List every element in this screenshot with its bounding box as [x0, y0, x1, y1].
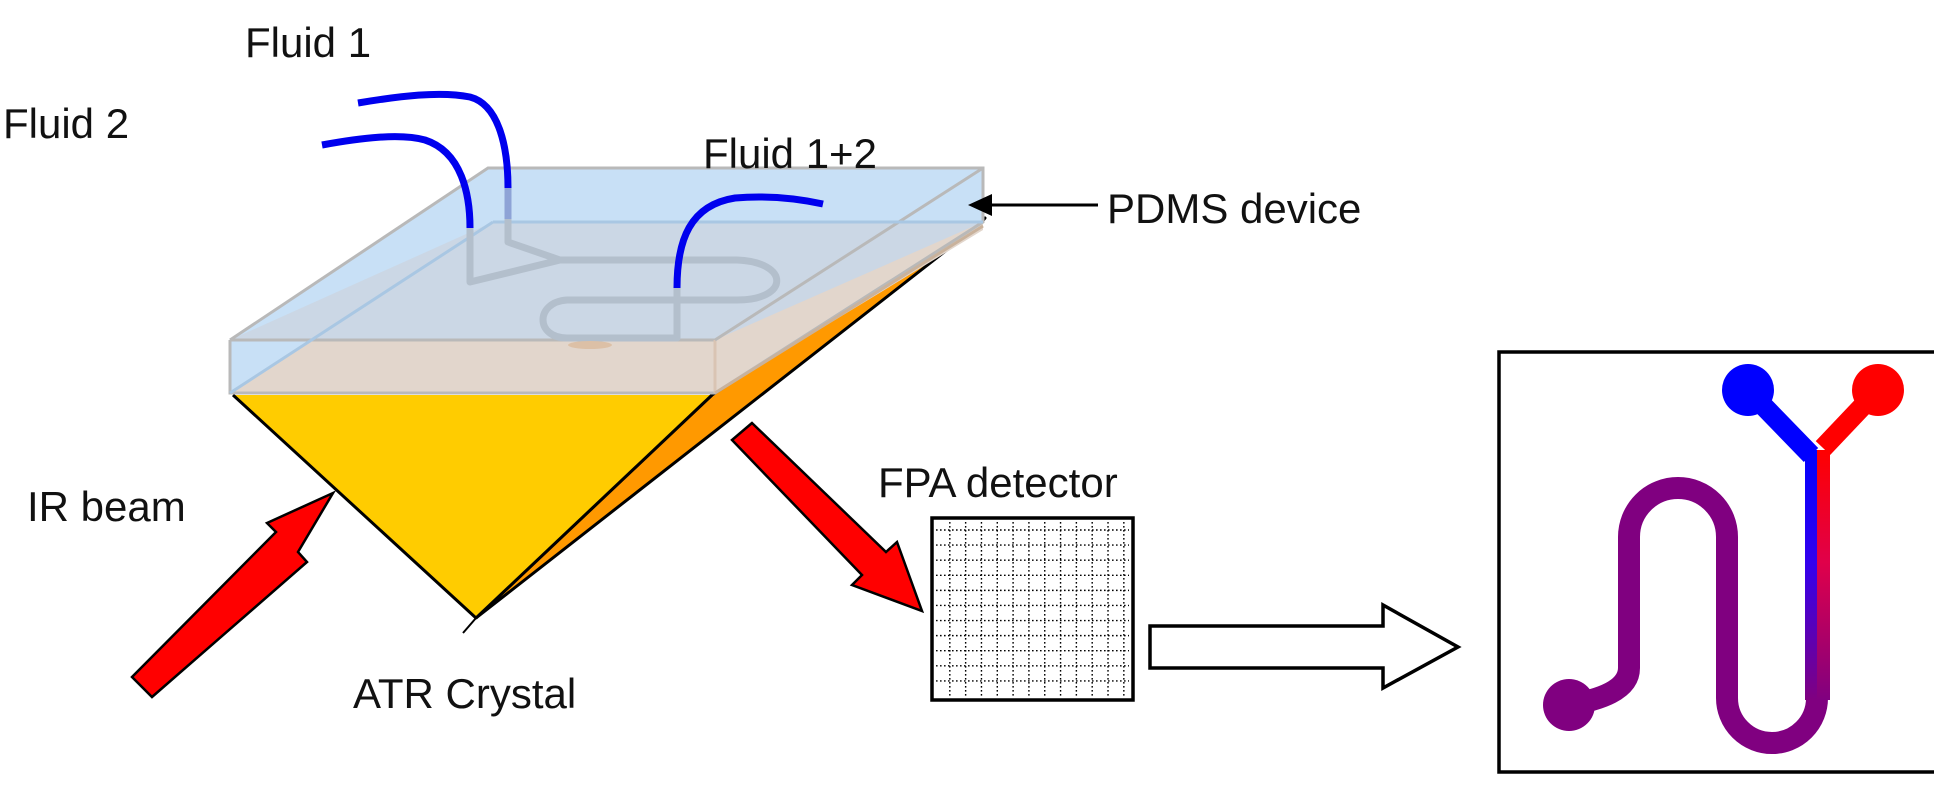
- label-fluid-mixed: Fluid 1+2: [703, 130, 877, 177]
- tubing: [321, 90, 824, 289]
- detector-body: [930, 516, 1135, 702]
- crystal-front-face: [233, 395, 712, 618]
- label-fluid-2: Fluid 2: [3, 100, 129, 147]
- label-ir-beam: IR beam: [27, 483, 186, 530]
- label-fluid-1: Fluid 1: [245, 19, 371, 66]
- fpa-detector: [930, 516, 1135, 702]
- label-fpa-detector: FPA detector: [878, 459, 1118, 506]
- pdms-inner-left-diagonal: [229, 220, 494, 395]
- ir-beam-output-arrow-icon: [730, 421, 925, 614]
- pdms-device: [228, 166, 985, 395]
- pointer-arrowhead-icon: [968, 194, 992, 216]
- ir-beam-input-arrow-icon: [130, 490, 337, 699]
- inlet-port-fluid-2: [1722, 364, 1774, 416]
- pdms-pointer-arrow: [968, 194, 1098, 216]
- pdms-bottom-tan: [230, 340, 715, 393]
- tube-fluid-2: [321, 133, 474, 229]
- pdms-channel-plane: [230, 222, 983, 340]
- crystal-ridge-edge: [474, 393, 714, 620]
- device-channel-inlet-2: [466, 224, 564, 286]
- red-stem: [1817, 450, 1830, 700]
- mixed-channel-path: [1566, 477, 1828, 754]
- device-channel-serpentine: [539, 256, 781, 342]
- detector-grid: [936, 522, 1129, 696]
- device-channel-inlet-1: [504, 214, 564, 264]
- pdms-bottom-right-diagonal: [714, 224, 984, 395]
- channel-outlet-shadow: [568, 341, 612, 349]
- crystal-left-edge: [231, 393, 478, 620]
- outlet-port: [1543, 679, 1595, 731]
- label-pdms-device: PDMS device: [1107, 185, 1361, 232]
- tube-fluid-mixed: [673, 193, 824, 289]
- process-arrow-icon: [1148, 602, 1462, 691]
- chemical-image-panel: [1497, 350, 1934, 774]
- blue-stem: [1805, 450, 1817, 700]
- tube-fluid-1: [357, 90, 512, 189]
- crystal-bottom-tail: [462, 617, 477, 634]
- pdms-top-right-diagonal: [714, 166, 984, 342]
- inlet-port-fluid-1: [1852, 364, 1904, 416]
- label-atr-crystal: ATR Crystal: [353, 670, 576, 717]
